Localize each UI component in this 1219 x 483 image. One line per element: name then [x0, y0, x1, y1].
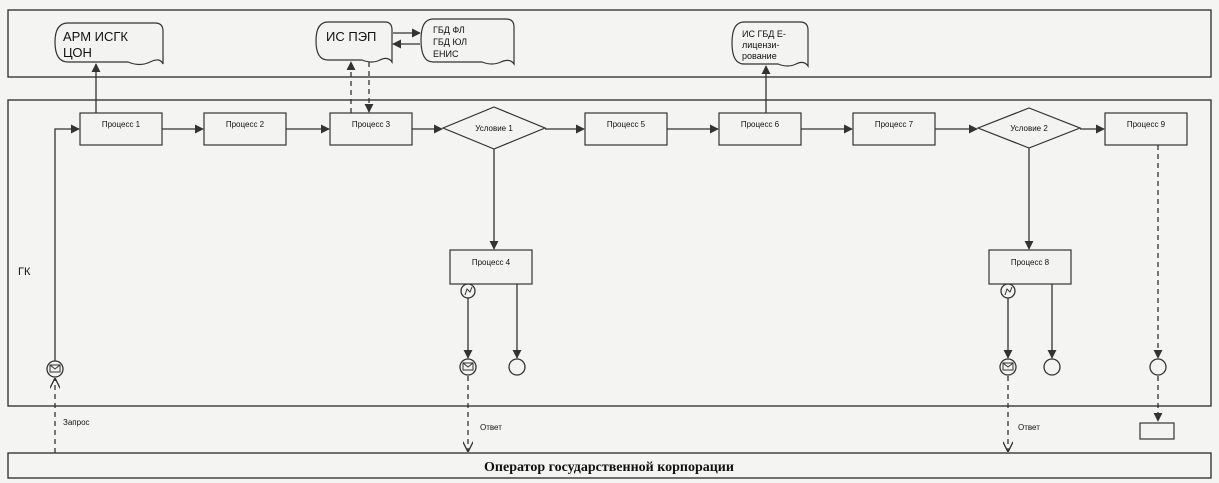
process-8-label: Процесс 8 — [1011, 258, 1050, 267]
end-event-p8 — [1043, 358, 1061, 376]
intermediate-event-p4-icon — [460, 283, 476, 299]
is-gbd-elic-line2: лицензи- — [742, 40, 779, 50]
is-gbd-elic-database: ИС ГБД Е- лицензи- рование — [731, 21, 809, 68]
process-2: Процесс 2 — [203, 112, 287, 146]
intermediate-event-p8-icon — [1000, 283, 1016, 299]
process-1: Процесс 1 — [79, 112, 163, 146]
end-event-p9 — [1149, 358, 1167, 376]
process-3-label: Процесс 3 — [352, 120, 391, 129]
arm-isgk-database: АРМ ИСГК ЦОН — [54, 22, 164, 66]
operator-lane-label: Оператор государственной корпорации — [484, 460, 734, 475]
process-4: Процесс 4 — [449, 249, 533, 285]
is-gbd-elic-line1: ИС ГБД Е- — [742, 29, 786, 39]
process-8: Процесс 8 — [988, 249, 1072, 285]
gk-lane-label: ГК — [18, 266, 31, 278]
systems-lane — [7, 9, 1212, 78]
gk-lane — [7, 99, 1212, 407]
process-9-label: Процесс 9 — [1127, 120, 1166, 129]
request-label: Запрос — [63, 418, 90, 427]
is-gbd-elic-line3: рование — [742, 51, 777, 61]
enis: ЕНИС — [433, 49, 459, 59]
end-event-p4 — [508, 358, 526, 376]
is-pep-database: ИС ПЭП — [315, 21, 393, 64]
is-pep-label: ИС ПЭП — [326, 29, 376, 44]
gbd-ul: ГБД ЮЛ — [433, 37, 467, 47]
gbd-fl: ГБД ФЛ — [433, 25, 465, 35]
process-6: Процесс 6 — [718, 112, 802, 146]
arm-isgk-line1: АРМ ИСГК — [63, 29, 128, 44]
process-3: Процесс 3 — [329, 112, 413, 146]
process-5: Процесс 5 — [584, 112, 668, 146]
message-event-p8-icon — [999, 358, 1017, 376]
start-message-event-icon — [46, 360, 64, 378]
response-label-2: Ответ — [1018, 423, 1040, 432]
condition-1-label: Условие 1 — [475, 124, 513, 133]
process-4-label: Процесс 4 — [472, 258, 511, 267]
condition-2: Условие 2 — [976, 107, 1082, 149]
gbd-database: ГБД ФЛ ГБД ЮЛ ЕНИС — [420, 18, 515, 66]
process-1-label: Процесс 1 — [102, 120, 141, 129]
output-document — [1139, 422, 1175, 440]
process-2-label: Процесс 2 — [226, 120, 265, 129]
process-7-label: Процесс 7 — [875, 120, 914, 129]
condition-2-label: Условие 2 — [1010, 124, 1048, 133]
flow-start-p1 — [54, 124, 80, 362]
operator-lane — [7, 452, 1212, 479]
message-event-p4-icon — [459, 358, 477, 376]
condition-1: Условие 1 — [441, 106, 547, 150]
process-7: Процесс 7 — [852, 112, 936, 146]
process-9: Процесс 9 — [1104, 112, 1188, 146]
process-6-label: Процесс 6 — [741, 120, 780, 129]
arm-isgk-line2: ЦОН — [63, 45, 92, 60]
response-label-1: Ответ — [480, 423, 502, 432]
process-5-label: Процесс 5 — [607, 120, 646, 129]
